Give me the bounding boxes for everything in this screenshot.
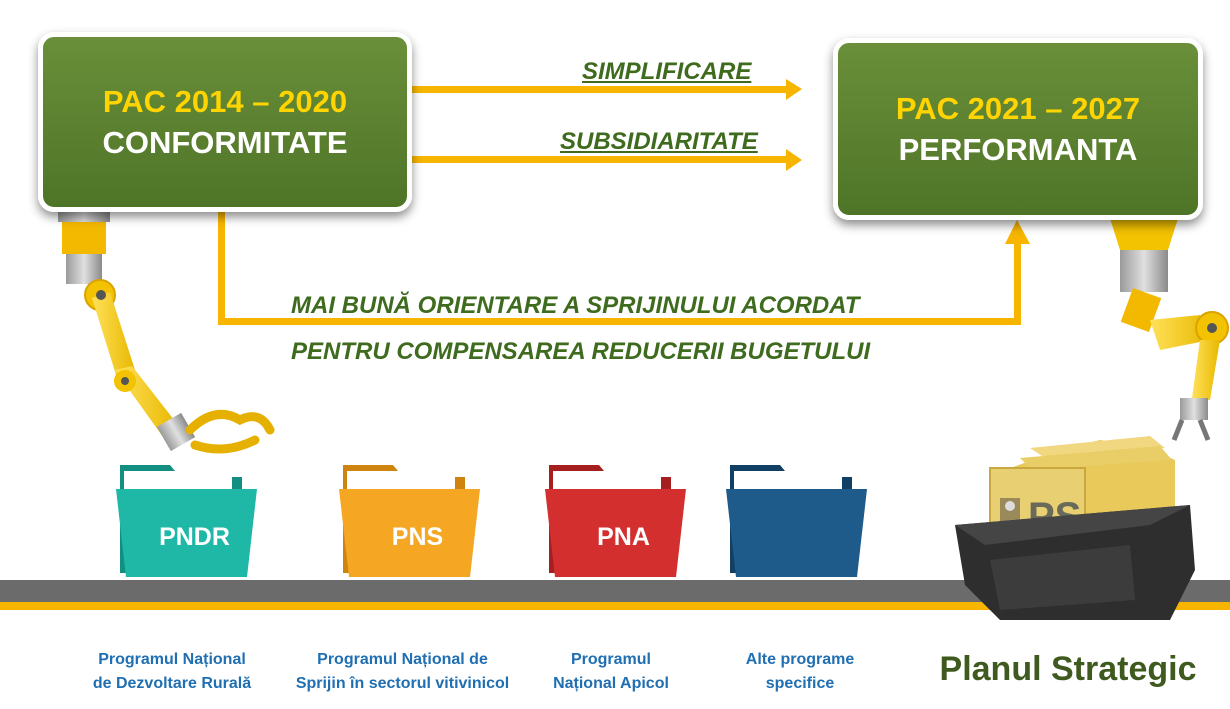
folder-pna: PNA (541, 455, 686, 580)
pac-2021-2027-box: PAC 2021 – 2027 PERFORMANTA (833, 38, 1203, 220)
caption-pna-line2: Național Apicol (553, 675, 669, 692)
folder-icon (726, 465, 867, 577)
conveyor-belt (0, 580, 1230, 602)
folder-icon (339, 465, 480, 577)
arrow-orientare (218, 204, 1030, 325)
pac-2014-2020-label: CONFORMITATE (102, 125, 348, 160)
folder-pns: PNS (335, 455, 480, 580)
folder-icon (116, 465, 257, 577)
folder-pndr: PNDR (112, 455, 257, 580)
folder-pndr-label: PNDR (159, 523, 230, 551)
folder-icon (545, 465, 686, 577)
caption-pna: Programul Național Apicol (536, 648, 686, 696)
pac-2014-2020-box: PAC 2014 – 2020 CONFORMITATE (38, 32, 412, 212)
label-subsidiaritate: SUBSIDIARITATE (560, 128, 758, 155)
caption-pndr-line1: Programul Național (98, 651, 246, 668)
caption-pndr-line2: de Dezvoltare Rurală (92, 675, 252, 692)
caption-pndr: Programul Național de Dezvoltare Rurală (72, 648, 272, 696)
strategic-plan-file-box: PS (955, 436, 1195, 620)
label-orientare-line2: PENTRU COMPENSAREA REDUCERII BUGETULUI (291, 338, 871, 365)
caption-pns: Programul Național de Sprijin în sectoru… (280, 648, 525, 696)
caption-pns-line2: Sprijin în sectorul vitivinicol (295, 675, 510, 692)
pac-2014-2020-years: PAC 2014 – 2020 (102, 84, 348, 119)
left-robot-arm (58, 202, 275, 454)
folder-pns-label: PNS (391, 523, 444, 551)
caption-pna-line1: Programul (570, 651, 651, 668)
caption-alte-line2: specifice (765, 675, 835, 692)
folder-pna-label: PNA (597, 523, 650, 551)
label-orientare-line1: MAI BUNĂ ORIENTARE A SPRIJINULUI ACORDAT (291, 292, 860, 319)
pac-2021-2027-years: PAC 2021 – 2027 (895, 91, 1141, 126)
strategic-plan-title: Planul Strategic (939, 650, 1197, 688)
arrow-subsidiaritate (404, 149, 802, 171)
pac-2021-2027-label: PERFORMANTA (898, 132, 1138, 167)
folder-alte-programe (722, 455, 867, 580)
caption-alte-line1: Alte programe (745, 651, 855, 668)
label-simplificare: SIMPLIFICARE (582, 58, 752, 85)
arrow-simplificare (404, 79, 802, 100)
right-robot-arm (1108, 212, 1229, 441)
caption-pns-line1: Programul Național de (317, 651, 488, 668)
conveyor-belt-stripe (0, 602, 1230, 610)
caption-alte-programe: Alte programe specifice (715, 648, 885, 696)
